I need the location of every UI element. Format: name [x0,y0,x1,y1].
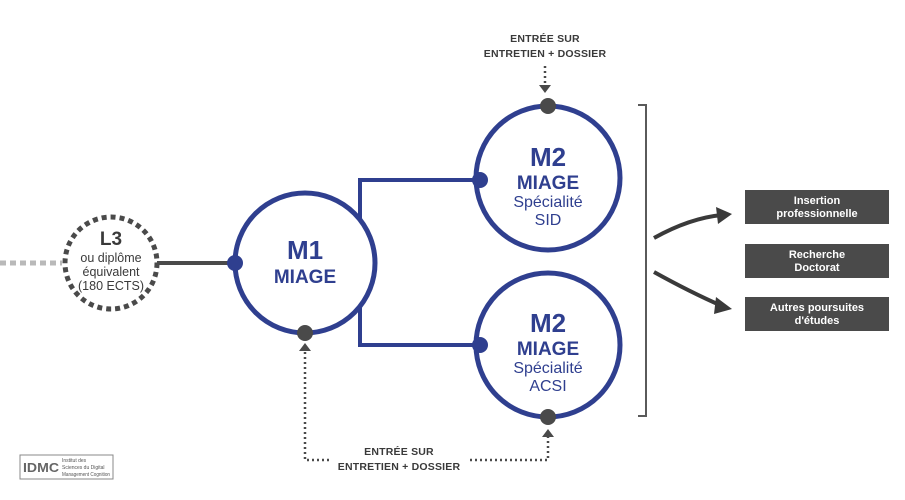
outcome-recherche-line2: Doctorat [794,262,840,274]
entry-bottom-line2: ENTRETIEN + DOSSIER [338,461,461,473]
dot-m2-acsi-left [472,337,488,353]
entry-bottom-dotted-left [303,352,330,462]
m1-program: MIAGE [274,267,336,288]
l3-line3: (180 ECTS) [78,279,144,293]
outcome-insertion-line2: professionnelle [776,208,857,220]
entry-bottom-arrowhead-m1 [299,343,311,351]
entry-top-arrowhead [539,85,551,93]
dot-m2-sid-left [472,172,488,188]
entry-bottom-arrowhead-m2 [542,429,554,437]
curved-arrow-down-head [714,297,732,314]
outcome-autres-line1: Autres poursuites [770,302,864,314]
m2-acsi-title: M2 [530,308,566,338]
dot-m1-bottom [297,325,313,341]
m2-sid-title: M2 [530,142,566,172]
l3-line2: équivalent [83,265,141,279]
curved-arrow-up [653,213,723,240]
m2-acsi-program: MIAGE [517,339,579,360]
m2-sid-specialty: SID [535,212,562,229]
m2-acsi-specialty: ACSI [529,378,566,395]
m2-sid-specialty-label: Spécialité [513,194,582,211]
outcome-box-autres: Autres poursuites d'études [745,297,889,331]
outcome-box-recherche: Recherche Doctorat [745,244,889,278]
m2-acsi-specialty-label: Spécialité [513,360,582,377]
curved-arrow-up-head [716,207,732,224]
entry-bottom-dotted-right [470,436,550,462]
outcome-autres-line2: d'études [795,315,840,327]
l3-line1: ou diplôme [80,251,141,265]
dot-m2-acsi-bottom [540,409,556,425]
outcome-box-insertion: Insertion professionnelle [745,190,889,224]
entry-top-line2: ENTRETIEN + DOSSIER [484,48,607,60]
logo-line3: Management Cognition [62,472,110,478]
logo-mark: IDMC [23,460,60,475]
outcome-recherche-line1: Recherche [789,249,845,261]
curved-arrow-down [653,270,723,308]
entry-bottom-line1: ENTRÉE SUR [364,445,434,458]
right-bracket [638,104,647,417]
outcome-insertion-line1: Insertion [794,195,841,207]
dot-m2-sid-top [540,98,556,114]
m1-to-m2-acsi-connector [358,303,480,347]
dot-m1-left [227,255,243,271]
idmc-logo: IDMC Institut des Sciences du Digital Ma… [19,454,114,480]
m1-title: M1 [287,235,323,265]
m1-to-m2-sid-connector [358,178,480,222]
logo-line2: Sciences du Digital [62,465,105,471]
entry-top-line1: ENTRÉE SUR [510,32,580,45]
m2-sid-program: MIAGE [517,173,579,194]
logo-line1: Institut des [62,458,87,464]
l3-title: L3 [100,229,122,250]
